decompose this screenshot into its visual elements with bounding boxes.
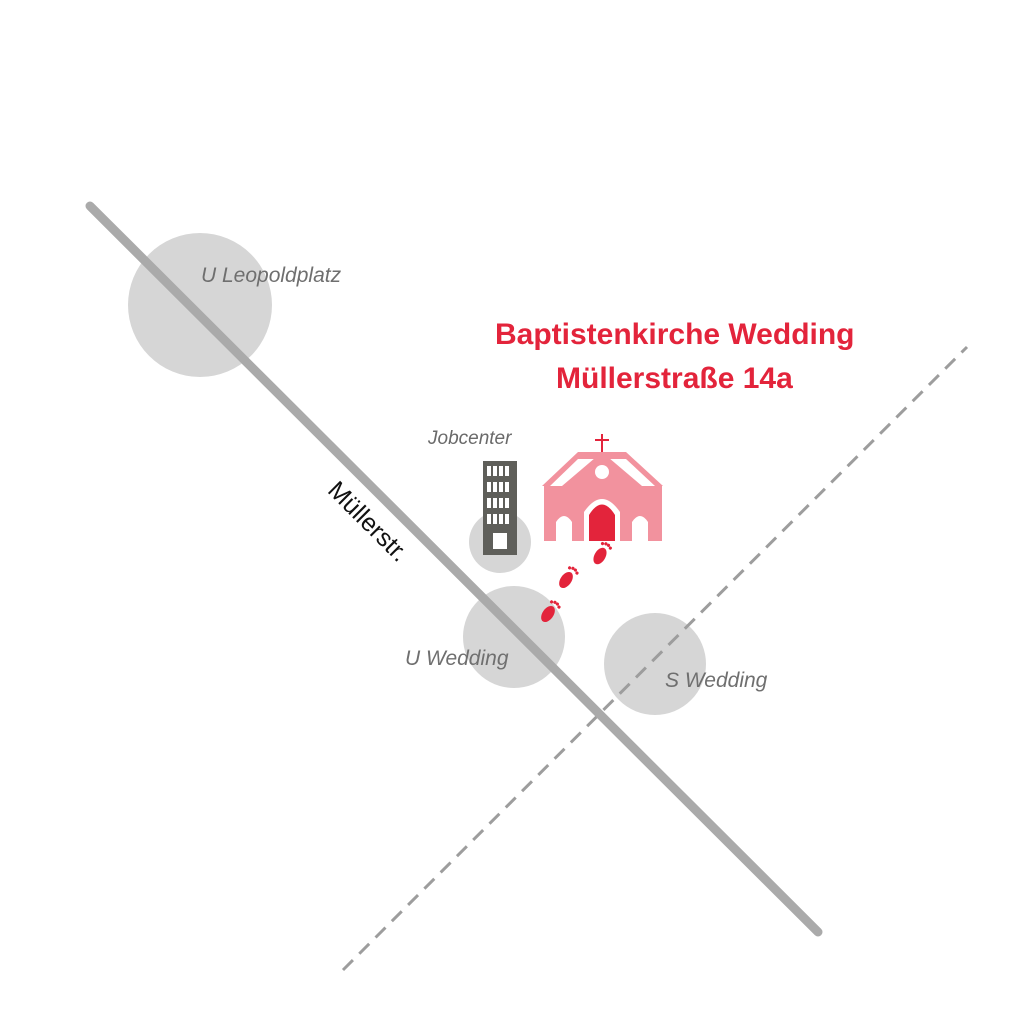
footprint-icon: [593, 542, 612, 565]
station-label-leopoldplatz[interactable]: U Leopoldplatz: [201, 264, 342, 287]
office-building-icon: [483, 461, 517, 555]
footprint-icon: [541, 600, 561, 623]
station-circle-leopoldplatz[interactable]: [128, 233, 272, 377]
muellerstrasse-road: [85, 201, 823, 937]
church-address: Müllerstraße 14a: [556, 362, 793, 395]
jobcenter-label: Jobcenter: [428, 428, 512, 449]
church-name: Baptistenkirche Wedding: [495, 318, 855, 351]
station-label-s-wedding[interactable]: S Wedding: [665, 669, 768, 692]
station-circle-s-wedding[interactable]: [604, 613, 706, 715]
station-circle-u-wedding[interactable]: [463, 586, 565, 688]
s-bahn-line: [341, 345, 969, 972]
footprint-icon: [559, 566, 579, 589]
church-icon[interactable]: [542, 434, 663, 541]
station-label-u-wedding[interactable]: U Wedding: [405, 647, 509, 670]
footprints-path: [541, 542, 612, 623]
